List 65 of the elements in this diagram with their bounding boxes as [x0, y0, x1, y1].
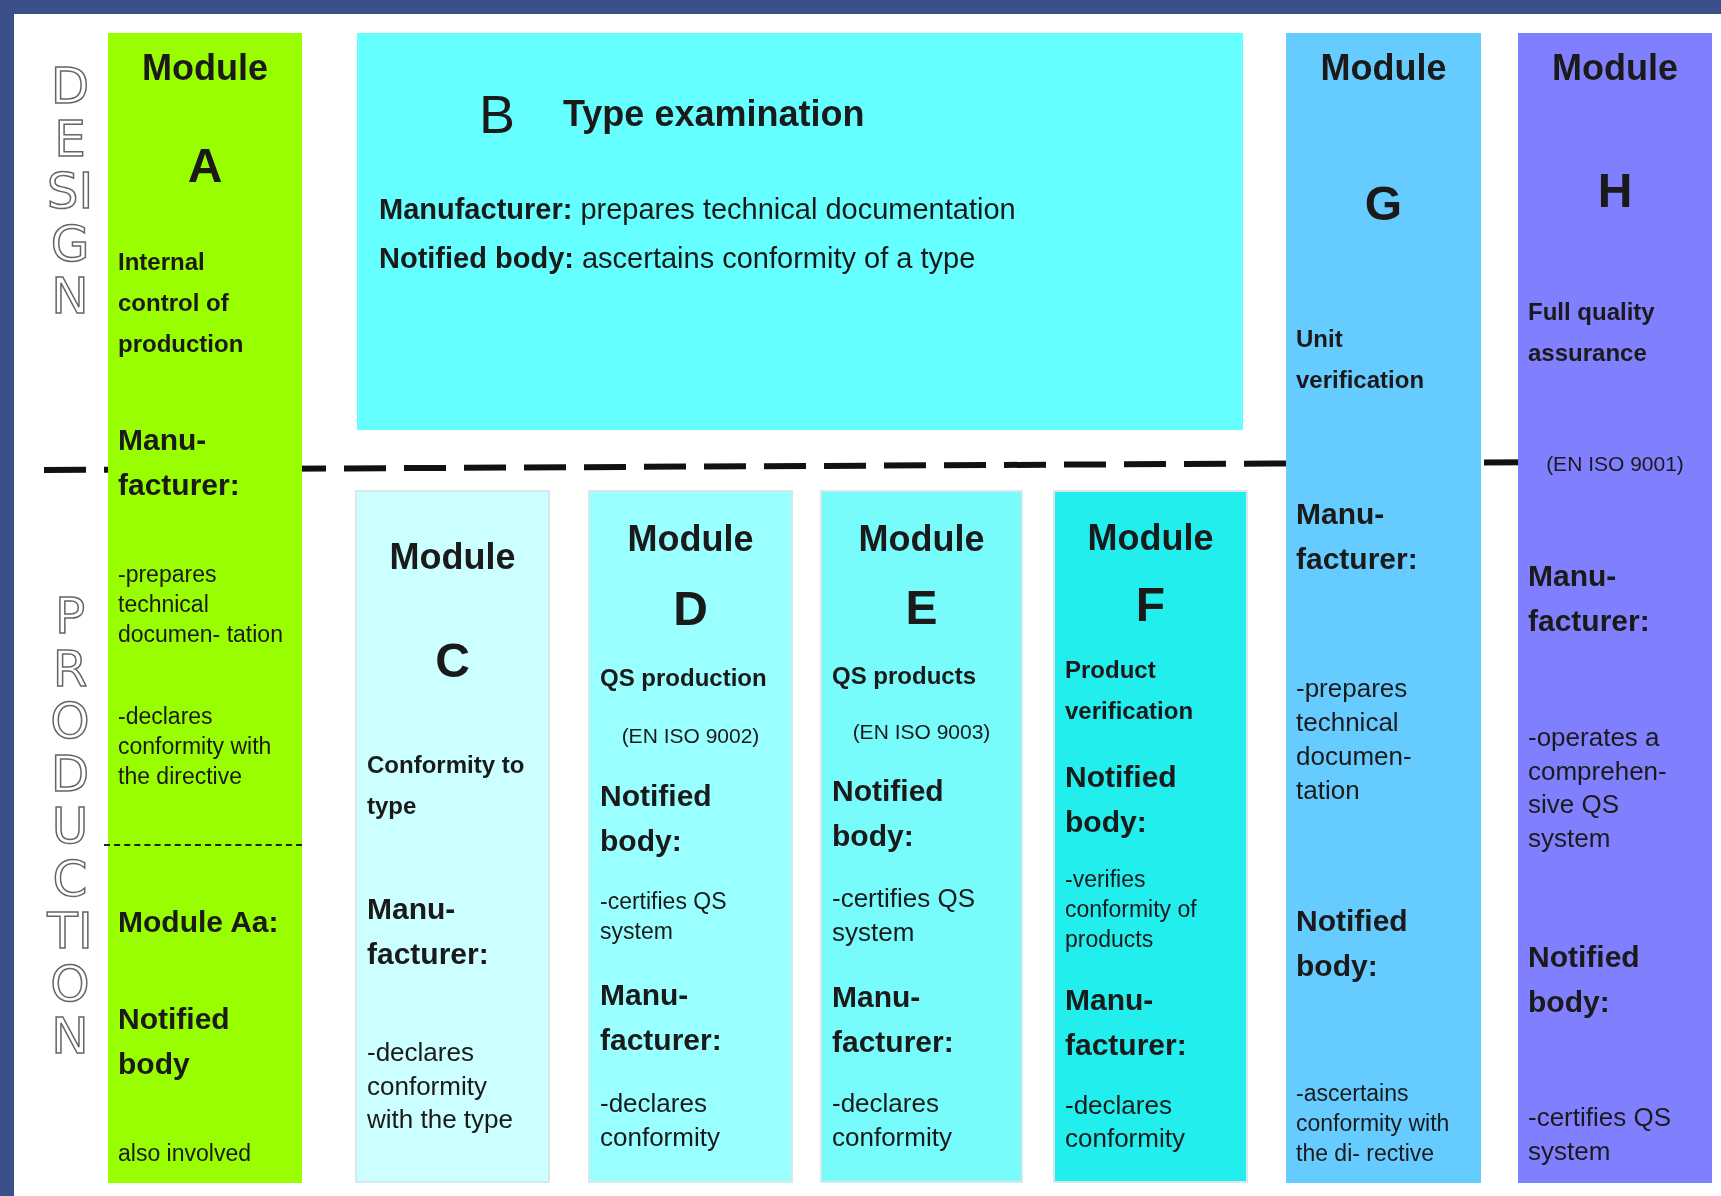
role-heading: Manu- facturer:: [832, 978, 955, 1060]
standard-reference: (EN ISO 9002): [621, 723, 760, 748]
role-description: -operates a comprehen- sive QS system: [1528, 720, 1668, 856]
role-heading: Module Aa:: [118, 903, 280, 940]
module-heading: Module: [1552, 47, 1678, 89]
module-letter: C: [435, 637, 470, 686]
role-heading: Notified body:: [1528, 938, 1641, 1020]
module-subtitle: Conformity to type: [367, 750, 526, 821]
role-description: -certifies QS system: [1528, 1101, 1673, 1169]
standard-reference: (EN ISO 9003): [852, 720, 991, 745]
role-heading: Manu- facturer:: [1528, 558, 1651, 640]
module-column: [1518, 33, 1712, 1183]
role-heading: Manu- facturer:: [1296, 496, 1419, 578]
role-heading: Manu- facturer:: [1065, 981, 1188, 1063]
module-letter: D: [673, 585, 708, 634]
module-column: [355, 490, 550, 1183]
role-heading: Manu- facturer:: [118, 422, 241, 504]
role-heading: Notified body:: [832, 773, 945, 855]
module-subtitle: QS production: [600, 663, 768, 694]
module-letter: F: [1135, 580, 1166, 629]
module-subtitle: QS products: [832, 660, 977, 691]
role-heading: Notified body:: [1065, 758, 1178, 840]
module-heading: Module: [1320, 47, 1447, 89]
module-panel: [357, 33, 1243, 430]
role-description: -declares conformity: [832, 1087, 953, 1155]
module-subtitle: Full quality assurance: [1528, 297, 1656, 369]
section-label: DESIGN: [45, 60, 95, 323]
module-column: [588, 490, 793, 1183]
module-subtitle: Internal control of production: [118, 247, 245, 359]
standard-reference: (EN ISO 9001): [1546, 451, 1684, 476]
module-letter: G: [1364, 179, 1403, 228]
role-description: also involved: [118, 1139, 252, 1169]
section-label: PRODUCTION: [45, 590, 94, 1063]
module-heading: Module: [858, 517, 985, 560]
module-letter: A: [187, 141, 223, 190]
role-description: -declares conformity with the type: [367, 1035, 514, 1137]
module-heading: Module: [142, 47, 268, 89]
module-heading: Module: [627, 518, 754, 561]
role-description: Notified body: ascertains conformity of a type: [379, 241, 977, 277]
module-heading: Module: [389, 535, 516, 578]
role-description: -declares conformity with the directive: [118, 702, 273, 791]
role-description: -prepares technical documen- tation: [118, 559, 284, 649]
module-column: [1286, 33, 1481, 1183]
role-heading: Notified body:: [600, 777, 713, 859]
role-description: -verifies conformity of products: [1065, 865, 1198, 955]
module-column: [1053, 490, 1248, 1183]
module-heading: Module: [1087, 516, 1214, 559]
role-heading: Notified body: [118, 1001, 231, 1083]
role-heading: Manu- facturer:: [600, 977, 723, 1059]
module-letter: B: [479, 83, 516, 145]
role-heading: Notified body:: [1296, 903, 1409, 985]
module-letter: E: [905, 583, 938, 632]
module-subtitle: Type examination: [563, 93, 865, 135]
module-subtitle: Unit verification: [1296, 323, 1426, 395]
role-description: -declares conformity: [600, 1086, 721, 1154]
role-description: -certifies QS system: [600, 887, 728, 947]
role-description: -ascertains conformity with the di- rective: [1296, 1079, 1451, 1169]
role-description: -prepares technical documen- tation: [1296, 672, 1413, 807]
role-heading: Manu- facturer:: [367, 891, 490, 973]
role-description: -declares conformity: [1065, 1088, 1186, 1156]
module-column: [820, 490, 1023, 1183]
role-description: -certifies QS system: [832, 882, 977, 949]
module-subtitle: Product verification: [1065, 655, 1195, 727]
module-letter: H: [1597, 166, 1633, 215]
role-description: Manufacturer: prepares technical documentation: [379, 192, 1017, 227]
